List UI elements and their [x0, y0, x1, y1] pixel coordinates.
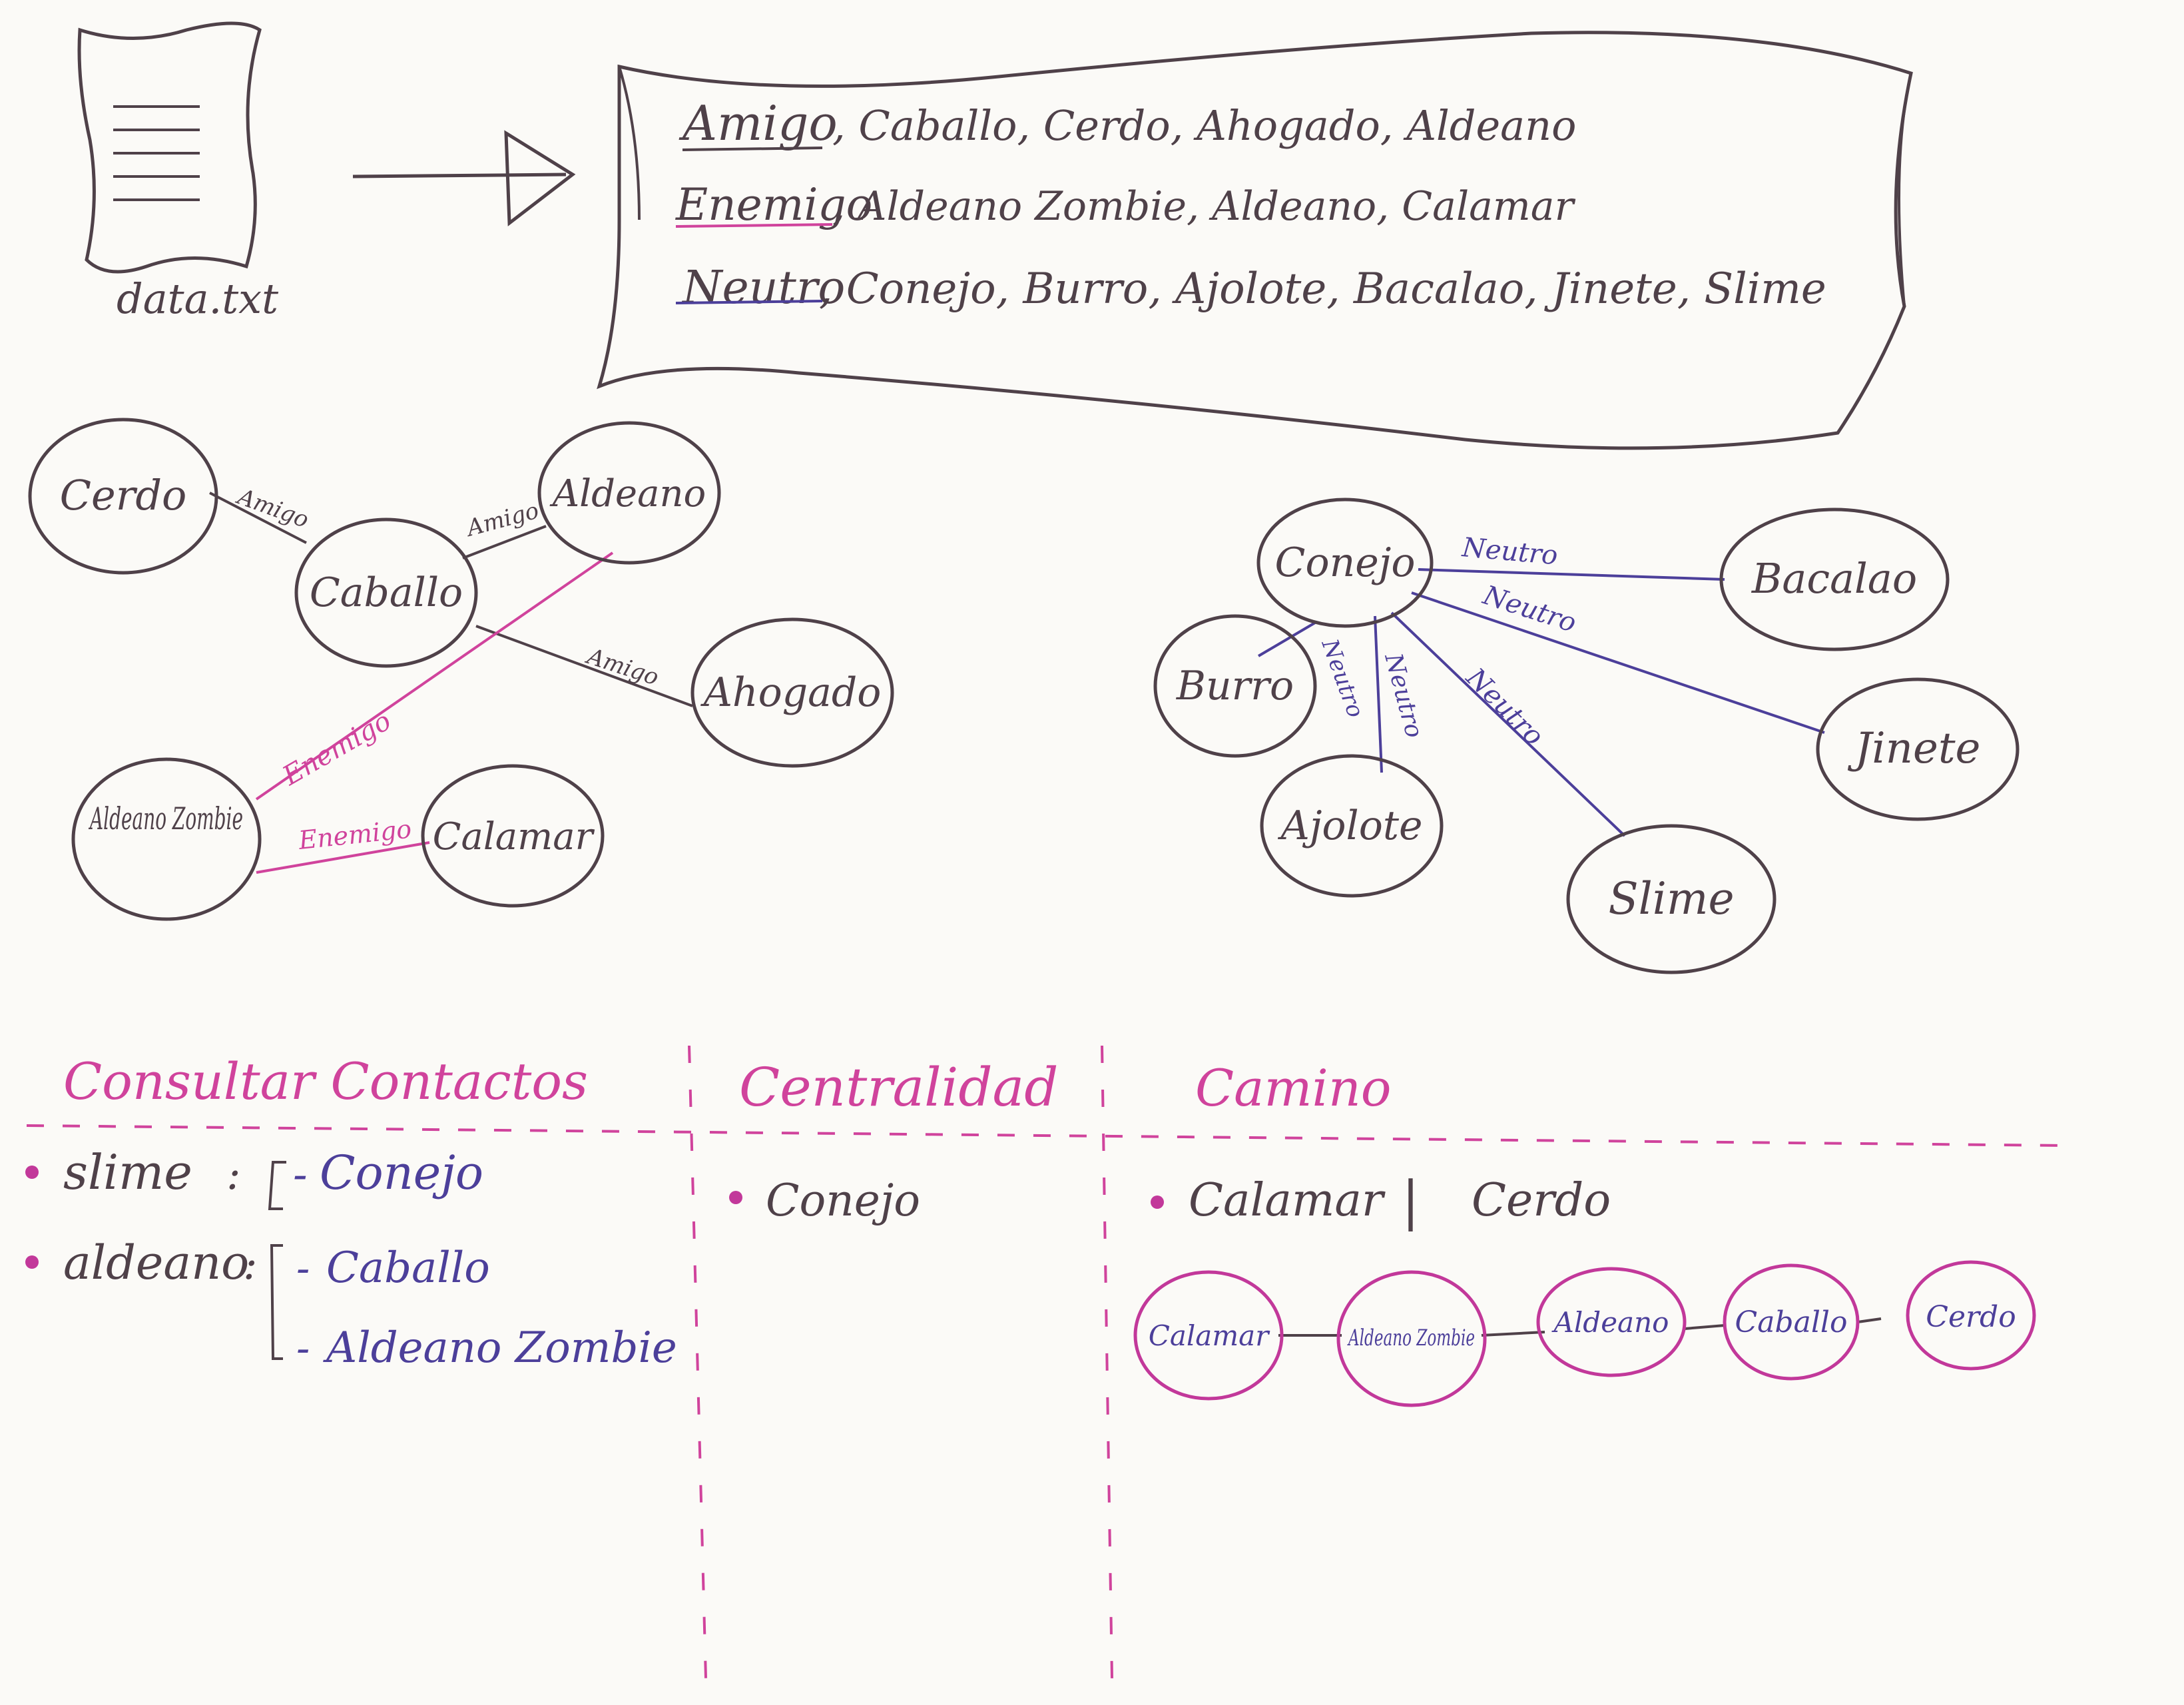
graph-edge: Neutro [1390, 611, 1626, 837]
graph-node-jinete: Jinete [1816, 677, 2020, 821]
camino-to: Cerdo [1472, 1174, 1611, 1227]
section-centralidad: Centralidad Conejo [729, 1056, 1058, 1226]
query-result-dash: - [296, 1245, 310, 1292]
node-label: Aldeano Zombie [89, 801, 243, 837]
category-items: , Conejo, Burro, Ajolote, Bacalao, Jinet… [819, 264, 1826, 314]
path-node-label: Aldeano Zombie [1347, 1325, 1475, 1351]
query-result: Aldeano Zombie [323, 1323, 677, 1373]
category-enemigo: Enemigo , Aldeano Zombie, Aldeano, Calam… [675, 179, 1576, 230]
graph-edge: Amigo [209, 483, 312, 544]
section-camino: Camino Calamar | Cerdo Calamar Aldeano Z… [1133, 1058, 2036, 1407]
category-label: Neutro [681, 262, 845, 314]
bullet-icon [1151, 1195, 1164, 1209]
graph-node-aldeano-zombie: Aldeano Zombie [71, 757, 262, 921]
edge-label: Neutro [1460, 532, 1559, 571]
query-colon: : [243, 1240, 258, 1289]
edge-label: Neutro [1379, 650, 1428, 741]
path-node: Aldeano Zombie [1336, 1270, 1487, 1407]
section-title: Centralidad [739, 1056, 1058, 1118]
node-label: Cerdo [60, 471, 187, 519]
document-icon [77, 21, 262, 274]
edge-label: Amigo [582, 643, 662, 691]
path-node-label: Cerdo [1926, 1300, 2016, 1334]
node-label: Conejo [1275, 539, 1416, 586]
graph-node-ajolote: Ajolote [1260, 754, 1444, 898]
query-name: aldeano [63, 1235, 249, 1290]
edge-label: Neutro [1479, 579, 1580, 638]
query-name: slime [63, 1144, 192, 1200]
path-node: Cerdo [1906, 1260, 2036, 1371]
category-label: Enemigo [675, 179, 872, 230]
category-amigo: Amigo , Caballo, Cerdo, Ahogado, Aldeano [679, 95, 1576, 151]
node-label: Burro [1176, 663, 1294, 709]
graph-edge: Amigo [475, 625, 693, 707]
file-name: data.txt [117, 274, 278, 323]
graph-node-aldeano: Aldeano [537, 421, 721, 565]
node-label: Jinete [1848, 724, 1981, 773]
graph-node-caballo: Caballo [294, 517, 478, 668]
section-title: Consultar Contactos [63, 1052, 588, 1111]
camino-separator: | [1402, 1170, 1420, 1231]
section-contactos: Consultar Contactos slime : - Conejo ald… [25, 1052, 677, 1373]
graph-edge: Neutro [1418, 532, 1725, 581]
query-colon: : [226, 1150, 241, 1199]
graph-left: Amigo Amigo Amigo Enemigo Enemigo Cerdo … [28, 418, 894, 921]
section-dividers [26, 1045, 2065, 1679]
path-node: Caballo [1723, 1263, 1860, 1381]
edge-label: Enemigo [277, 705, 396, 792]
query-result-dash: - [293, 1150, 308, 1199]
path-node-label: Aldeano [1551, 1306, 1669, 1339]
data-scroll [597, 31, 1913, 450]
graph-edge: Enemigo [256, 814, 430, 874]
graph-node-ahogado: Ahogado [690, 617, 894, 768]
path-node: Aldeano [1536, 1267, 1687, 1377]
bullet-icon [25, 1166, 39, 1179]
bullet-icon [729, 1191, 742, 1204]
camino-from: Calamar [1189, 1174, 1386, 1227]
category-items: , Aldeano Zombie, Aldeano, Calamar [832, 183, 1576, 230]
path-node-label: Calamar [1149, 1319, 1271, 1352]
graph-node-conejo: Conejo [1256, 498, 1434, 628]
query-result: Conejo [320, 1146, 483, 1200]
graph-node-calamar: Calamar [421, 764, 605, 908]
centralidad-result: Conejo [766, 1175, 920, 1226]
section-title: Camino [1195, 1058, 1392, 1118]
node-label: Aldeano [549, 472, 706, 515]
category-label: Amigo [679, 95, 838, 151]
node-label: Calamar [433, 815, 595, 858]
bullet-icon [25, 1255, 39, 1269]
node-label: Slime [1608, 873, 1734, 924]
graph-node-slime: Slime [1566, 824, 1776, 974]
edge-label: Neutro [1316, 635, 1369, 721]
graph-node-bacalao: Bacalao [1719, 508, 1950, 651]
graph-right: Neutro Neutro Neutro Neutro Neutro Conej… [1153, 498, 2020, 974]
bracket-icon [270, 1244, 283, 1360]
edge-label: Neutro [1460, 662, 1549, 752]
node-label: Ahogado [700, 669, 882, 716]
graph-node-cerdo: Cerdo [28, 418, 218, 575]
category-items: , Caballo, Cerdo, Ahogado, Aldeano [832, 101, 1576, 150]
query-result: Caballo [326, 1243, 490, 1293]
node-label: Bacalao [1751, 554, 1917, 603]
query-result-dash: - [296, 1325, 310, 1372]
path-node: Calamar [1133, 1270, 1284, 1401]
path-node-label: Caballo [1735, 1305, 1848, 1339]
graph-edge: Amigo [462, 498, 547, 559]
category-neutro: Neutro , Conejo, Burro, Ajolote, Bacalao… [675, 262, 1826, 314]
graph-node-burro: Burro [1153, 614, 1317, 758]
bracket-icon [268, 1161, 286, 1210]
edge-label: Amigo [462, 498, 541, 543]
arrow-icon [352, 130, 576, 226]
node-label: Caballo [310, 569, 463, 616]
node-label: Ajolote [1278, 803, 1423, 849]
